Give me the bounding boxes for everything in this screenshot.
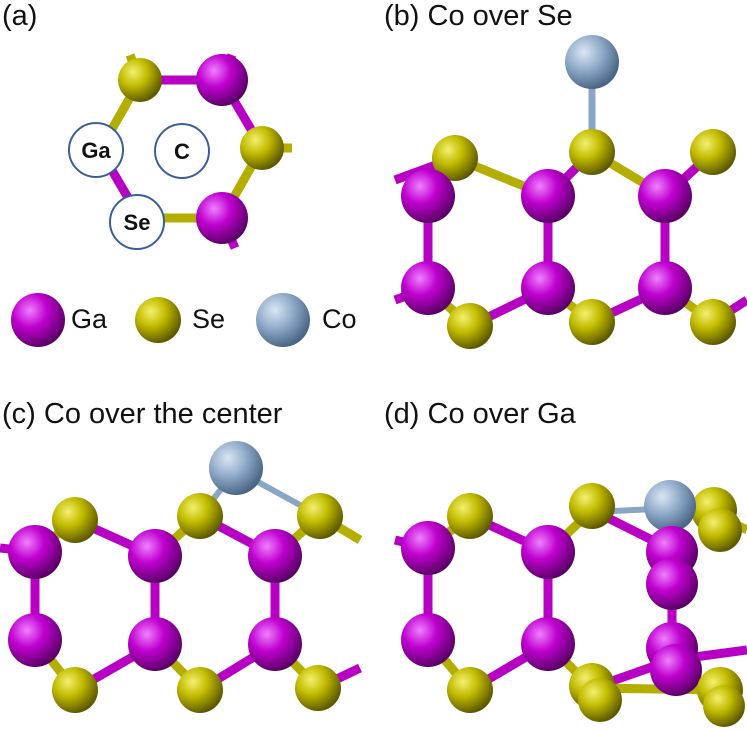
ga-atom [248,617,302,671]
legend-ga-atom [11,293,65,347]
ga-atom [650,644,702,696]
ga-atom [521,261,575,315]
se-atom [177,493,223,539]
ga-atom [248,529,302,583]
se-atom [690,299,736,345]
ga-atom [646,558,698,610]
ga-atom [8,613,62,667]
ga-atom [521,169,575,223]
se-atom [447,667,493,713]
se-atom [447,493,493,539]
se-atom [698,508,742,552]
se-atom [569,299,615,345]
se-atom [432,135,478,181]
se-atom [240,126,284,170]
ga-atom [401,261,455,315]
se-atom [569,129,615,175]
co-atom [644,480,696,532]
se-atom [578,678,622,722]
ga-atom [521,525,575,579]
se-atom [177,667,223,713]
ga-atom [196,54,248,106]
ga-atom [196,192,248,244]
se-atom [297,493,343,539]
ga-atom [401,169,455,223]
panel-b-title: (b) Co over Se [384,0,573,32]
co-atom [209,441,263,495]
se-atom [52,667,98,713]
se-atom [118,58,162,102]
panel-c-title: (c) Co over the center [2,398,283,430]
site-marker-ga [68,122,124,178]
panel-d-title: (d) Co over Ga [384,398,576,430]
site-label-se: Se [123,210,151,235]
ga-atom [8,525,62,579]
se-atom [447,303,493,349]
legend-label-ga: Ga [71,304,108,334]
legend-co-atom [256,293,310,347]
legend [11,293,310,347]
legend-label-co: Co [322,304,357,334]
panel-d-structure [393,480,747,727]
site-marker-se [109,194,165,250]
co-atom [565,35,619,89]
site-label-ga: Ga [81,138,111,163]
panel-c-structure [0,441,363,713]
site-marker-center [154,123,210,179]
ga-atom [401,613,455,667]
se-atom [703,685,745,727]
legend-se-atom [135,297,181,343]
panel-b-structure [393,35,747,349]
ga-atom [638,169,692,223]
se-atom [52,497,98,543]
site-label-center: C [174,139,190,164]
panel-a-structure [68,53,292,250]
ga-atom [401,521,455,575]
panel-a-title: (a) [2,0,38,32]
se-atom [569,483,615,529]
se-atom [295,665,341,711]
ga-atom [128,617,182,671]
ga-atom [128,529,182,583]
legend-label-se: Se [192,304,226,334]
se-atom [690,129,736,175]
ga-atom [638,261,692,315]
ga-atom [521,617,575,671]
